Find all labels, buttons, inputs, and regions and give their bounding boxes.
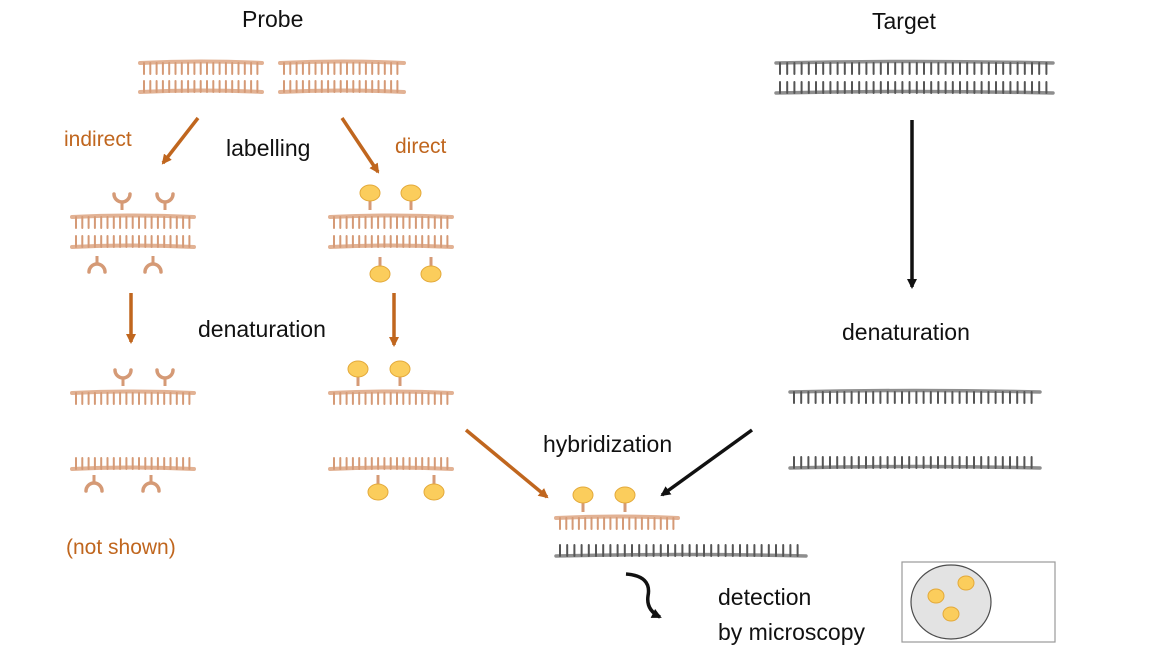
backbone [774, 59, 1055, 65]
dot [572, 486, 594, 504]
backbone [774, 89, 1055, 95]
fluorophore-dot [347, 360, 369, 386]
signal-dot [942, 606, 960, 622]
probe-title: Probe [242, 6, 304, 32]
backbone [788, 464, 1042, 470]
target-title: Target [872, 8, 936, 34]
cell [910, 564, 992, 640]
fluorophore-dot [400, 184, 422, 210]
dot [359, 184, 381, 202]
y-shaped-antibody-label [113, 368, 133, 386]
probe-duplex-right [278, 59, 406, 94]
arrow-target-hybridize [660, 428, 754, 497]
arrow-direct [340, 117, 380, 174]
not-shown-label: (not shown) [66, 536, 176, 559]
label-marker-layer [84, 184, 636, 512]
fluorophore-dot [367, 475, 389, 501]
arrow-probe-hybridize [464, 428, 549, 499]
hybrid-target-strand [554, 544, 808, 558]
labelling-label: labelling [226, 135, 311, 161]
fluorophore-dot [359, 184, 381, 210]
backbone [138, 59, 264, 65]
y-shaped-antibody-label [155, 192, 175, 210]
by-microscopy-label: by microscopy [718, 619, 865, 645]
hybrid-probe-strand [554, 514, 680, 530]
direct-single-strand-top [328, 389, 454, 405]
strand-bottom [328, 235, 454, 249]
backbone [328, 213, 454, 219]
indirect-label: indirect [64, 128, 132, 151]
hybridization-label: hybridization [543, 431, 673, 457]
cup [143, 262, 163, 274]
target-single-strand-bottom [788, 456, 1042, 470]
target-duplex [774, 59, 1055, 95]
strand-bottom [138, 80, 264, 94]
signal-dot [927, 588, 945, 604]
arrow-detection [625, 572, 662, 619]
backbone [788, 388, 1042, 394]
dot [423, 483, 445, 501]
strand-bottom [278, 80, 406, 94]
strand-layer [70, 59, 1055, 558]
detection-label: detection [718, 584, 812, 610]
strand-bottom [70, 235, 196, 249]
target-single-strand-top [788, 388, 1042, 404]
cup [141, 481, 161, 493]
indirect-single-strand-top [70, 389, 196, 405]
probe-denaturation-label: denaturation [198, 316, 326, 342]
strand-top [138, 59, 264, 75]
y-shaped-antibody-label [84, 475, 104, 493]
cup [155, 368, 175, 380]
fluorophore-dot [389, 360, 411, 386]
backbone [554, 552, 808, 558]
microscope-view [901, 561, 1056, 643]
cup [112, 192, 132, 204]
dot [420, 265, 442, 283]
strand-bottom [774, 81, 1055, 95]
y-shaped-antibody-label [112, 192, 132, 210]
fluorophore-dot [423, 475, 445, 501]
y-shaped-antibody-label [141, 475, 161, 493]
strand-top [774, 59, 1055, 75]
cup [113, 368, 133, 380]
strand-top [278, 59, 406, 75]
fluorophore-dot [420, 257, 442, 283]
fluorophore-dot [614, 486, 636, 512]
backbone [554, 514, 680, 520]
backbone [328, 389, 454, 395]
arrow-indirect [161, 116, 200, 165]
cup [84, 481, 104, 493]
y-shaped-antibody-label [87, 256, 107, 274]
dot [400, 184, 422, 202]
direct-single-strand-bottom [328, 457, 454, 471]
backbone [70, 389, 196, 395]
y-shaped-antibody-label [143, 256, 163, 274]
direct-label: direct [395, 135, 447, 158]
dot [369, 265, 391, 283]
strand-top [70, 213, 196, 229]
dot [367, 483, 389, 501]
arrow-layer [126, 116, 917, 619]
dot [614, 486, 636, 504]
target-denaturation-label: denaturation [842, 319, 970, 345]
dot [389, 360, 411, 378]
y-shaped-antibody-label [155, 368, 175, 386]
dot [347, 360, 369, 378]
fluorophore-dot [572, 486, 594, 512]
fluorophore-dot [369, 257, 391, 283]
direct-labelled-duplex [328, 213, 454, 249]
indirect-single-strand-bottom [70, 457, 196, 471]
backbone [278, 59, 406, 65]
probe-duplex-left [138, 59, 264, 94]
cup [87, 262, 107, 274]
strand-top [328, 213, 454, 229]
cup [155, 192, 175, 204]
backbone [70, 213, 196, 219]
indirect-labelled-duplex [70, 213, 196, 249]
signal-dot [957, 575, 975, 591]
